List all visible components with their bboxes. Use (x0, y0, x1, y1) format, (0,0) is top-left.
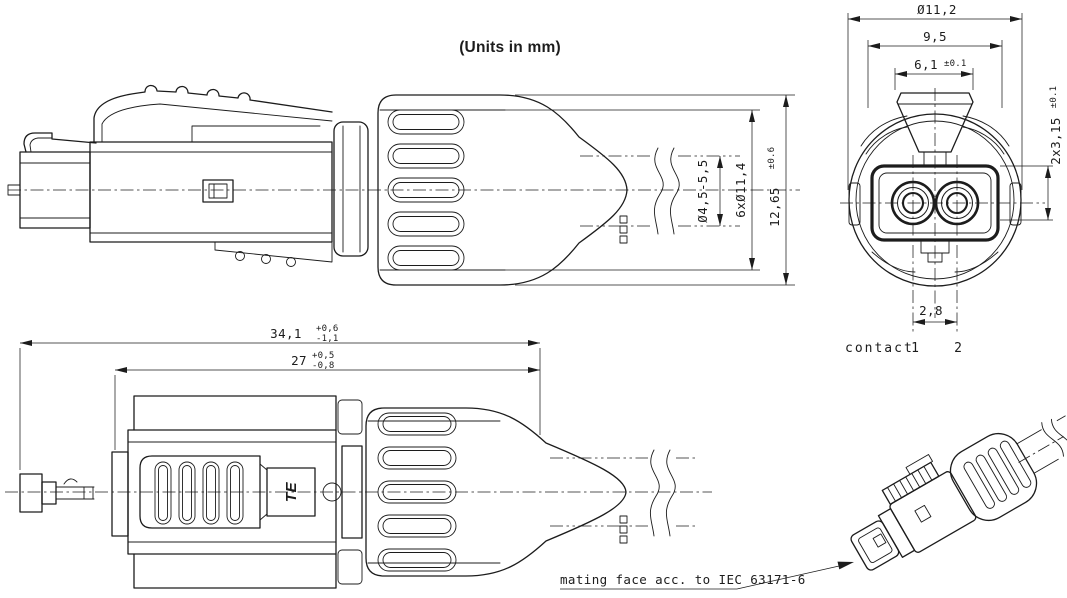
mating-face-note: mating face acc. to IEC 63171-6 (560, 561, 854, 590)
svg-text:12,65: 12,65 (767, 187, 782, 227)
boot-ribs (387, 109, 465, 271)
dim-overall-height: 12,65 ±0.6 (515, 94, 795, 286)
svg-text:-1,1: -1,1 (316, 334, 338, 344)
top-cable-phantom (550, 449, 698, 537)
iso-boot (949, 432, 1038, 522)
top-housing: TE (111, 395, 342, 589)
dim-overall-length: 34,1 +0,6 -1,1 (19, 324, 541, 470)
svg-text:±0.1: ±0.1 (944, 59, 966, 69)
dim-contact-depth: 2x3,15 ±0.1 (1000, 86, 1063, 221)
svg-text:34,1: 34,1 (270, 326, 302, 341)
svg-text:2x3,15: 2x3,15 (1048, 117, 1063, 165)
logo-plate (266, 467, 316, 517)
top-view: TE (5, 324, 712, 589)
side-view: Ø4,5-5,5 6xØ11,4 12,65 ±0.6 (7, 84, 800, 286)
top-boot-ribs (377, 412, 457, 572)
housing (89, 84, 333, 267)
mating-face-label: mating face acc. to IEC 63171-6 (560, 572, 806, 587)
contact-2-label: 2 (954, 341, 964, 356)
boot-flange (337, 399, 363, 585)
cable-boot (377, 94, 628, 286)
cable-phantom (580, 147, 740, 235)
svg-text:+0,5: +0,5 (312, 351, 334, 361)
svg-text:6,1: 6,1 (914, 57, 938, 72)
sleeve (333, 121, 369, 257)
svg-text:9,5: 9,5 (923, 29, 947, 44)
svg-text:+0,6: +0,6 (316, 324, 338, 334)
iso-cable (1016, 415, 1067, 474)
latch-window (202, 179, 234, 203)
svg-text:±0.1: ±0.1 (1049, 86, 1059, 108)
svg-text:6xØ11,4: 6xØ11,4 (733, 162, 748, 217)
shell-details (848, 115, 1022, 273)
contact-labels: contact 1 2 (845, 341, 964, 356)
dim-cable-diameter: Ø4,5-5,5 (695, 156, 723, 226)
units-note: (Units in mm) (459, 39, 561, 56)
te-logo: TE (283, 481, 300, 502)
svg-text:27: 27 (291, 353, 307, 368)
iso-neck (877, 508, 916, 558)
leader-line (736, 563, 849, 590)
dim-body-length: 27 +0,5 -0,8 (114, 351, 540, 450)
contact-1-label: 1 (911, 341, 921, 356)
latch-plate (139, 455, 261, 529)
front-view: Ø11,2 9,5 6,1 ±0.1 2x3,15 ±0.1 2,8 con (840, 2, 1063, 356)
iso-housing (881, 454, 977, 553)
dim-outer-diameter: Ø11,2 (847, 2, 1023, 190)
dim-boot-diameter: 6xØ11,4 (505, 109, 760, 271)
svg-text:2,8: 2,8 (919, 303, 943, 318)
dim-contact-pitch: 2,8 (913, 303, 957, 325)
dim-insert-width: 6,1 ±0.1 (894, 57, 974, 90)
svg-text:±0.6: ±0.6 (767, 147, 777, 169)
contact-label: contact (845, 341, 914, 356)
svg-text:Ø11,2: Ø11,2 (917, 2, 957, 17)
isometric-view (850, 415, 1067, 571)
mating-tip (19, 132, 97, 229)
leader-arrow (837, 561, 854, 570)
latch-slots (154, 461, 244, 525)
iso-mating-tip (850, 520, 900, 571)
terminal-tip (19, 473, 95, 513)
dim-body-width: 9,5 (867, 29, 1003, 108)
svg-text:Ø4,5-5,5: Ø4,5-5,5 (695, 159, 710, 222)
svg-text:-0,8: -0,8 (312, 361, 334, 371)
top-cable-boot (365, 407, 628, 577)
